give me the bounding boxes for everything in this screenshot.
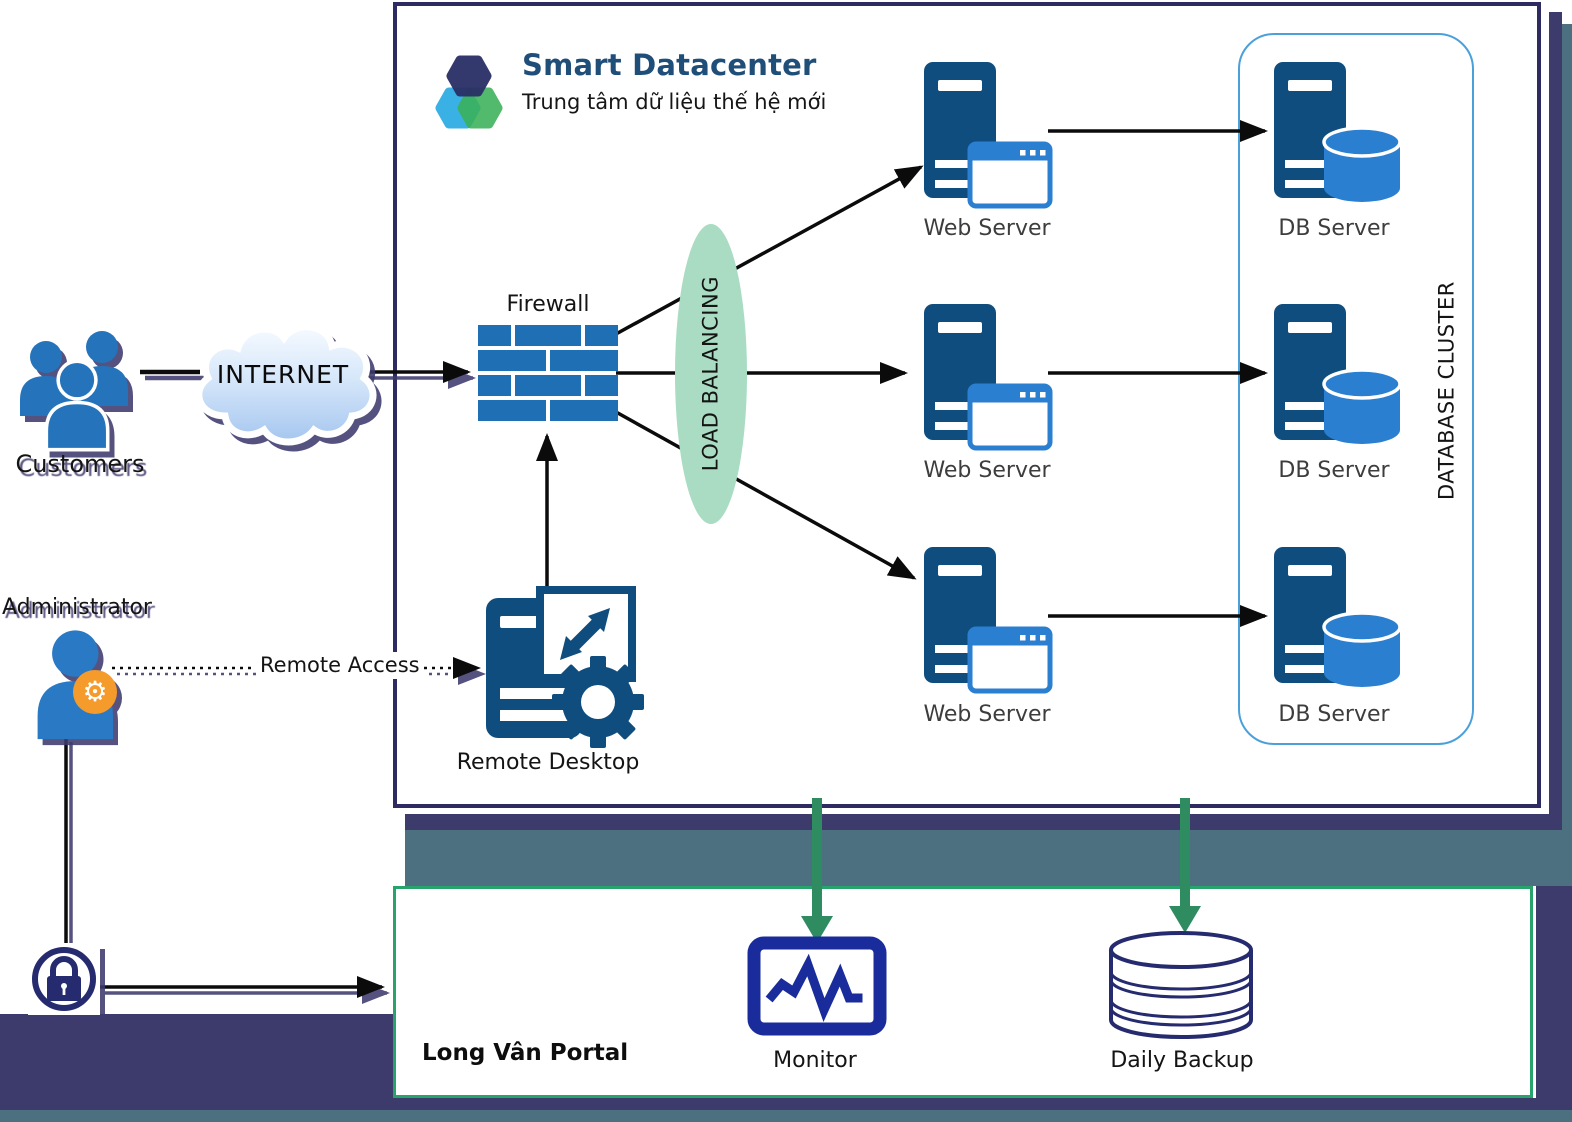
load-balancing-label: LOAD BALANCING (698, 276, 723, 472)
shadow-band-bottom-of-main-box (405, 814, 1560, 830)
page-title: Smart Datacenter (522, 48, 817, 82)
remote-access-label: Remote Access (256, 652, 424, 680)
shadow-block-right-of-portal (1536, 886, 1572, 1112)
db-server-2-label: DB Server (1278, 458, 1390, 483)
db-server-3-label: DB Server (1278, 702, 1390, 727)
daily-backup-label: Daily Backup (1110, 1048, 1254, 1073)
administrator-label: Administrator (2, 595, 152, 620)
customers-label: Customers (15, 450, 145, 478)
administrator-icon: ⚙ (37, 630, 117, 740)
web-server-2-label: Web Server (923, 458, 1051, 483)
shadow-strip-right-purple (1549, 12, 1562, 830)
portal-box (393, 886, 1533, 1098)
customers-icon (20, 331, 128, 452)
shadow-band-gap (405, 830, 1572, 886)
portal-title: Long Vân Portal (422, 1040, 629, 1066)
svg-text:⚙: ⚙ (82, 675, 107, 708)
internet-label: INTERNET (216, 360, 350, 389)
monitor-label: Monitor (773, 1048, 857, 1073)
firewall-label: Firewall (506, 292, 590, 317)
shadow-strip-bottom (0, 1110, 1572, 1122)
web-server-1-label: Web Server (923, 216, 1051, 241)
page-subtitle: Trung tâm dữ liệu thế hệ mới (522, 90, 827, 114)
database-cluster-box (1238, 33, 1474, 745)
lock-icon (28, 943, 100, 1015)
shadow-band-under-portal (404, 1098, 1544, 1112)
db-server-1-label: DB Server (1278, 216, 1390, 241)
gear-badge-icon: ⚙ (73, 670, 117, 714)
database-cluster-label: DATABASE CLUSTER (1434, 281, 1459, 501)
shadow-strip-right-teal (1562, 24, 1572, 886)
remote-desktop-label: Remote Desktop (456, 750, 640, 775)
web-server-3-label: Web Server (923, 702, 1051, 727)
shadow-block-bottom-left (0, 1014, 405, 1122)
